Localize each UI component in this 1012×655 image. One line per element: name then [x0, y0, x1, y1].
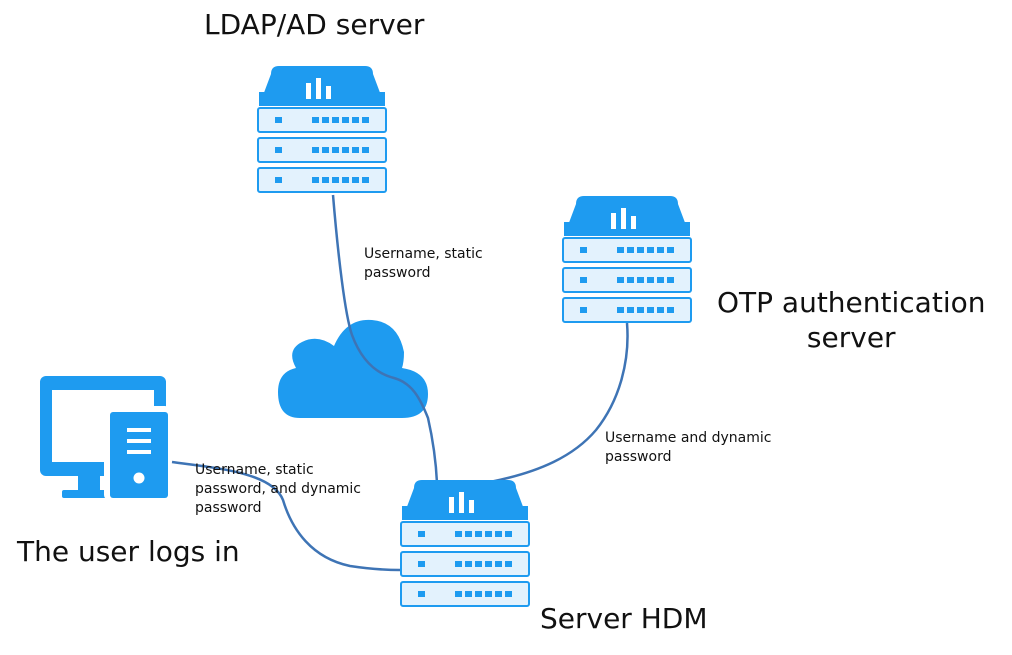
hdm-server-icon	[400, 479, 530, 607]
edge-user-to-hdm	[171, 460, 401, 572]
hdm-server-label: Server HDM	[540, 602, 708, 635]
edge-ldap-to-hdm	[331, 194, 439, 484]
edge-otp-to-hdm	[489, 322, 629, 484]
cloud-icon	[278, 319, 428, 418]
ldap-edge-label: Username, static password	[364, 246, 483, 281]
ldap-server-label: LDAP/AD server	[204, 8, 425, 41]
otp-server-icon	[562, 195, 692, 323]
otp-edge-label: Username and dynamic password	[605, 430, 772, 465]
user-login-label: The user logs in	[17, 535, 240, 568]
user-edge-label: Username, static password, and dynamic p…	[195, 462, 362, 516]
ldap-server-icon	[257, 65, 387, 193]
desktop-computer-icon	[40, 376, 170, 500]
otp-server-label: OTP authentication server	[717, 286, 986, 354]
